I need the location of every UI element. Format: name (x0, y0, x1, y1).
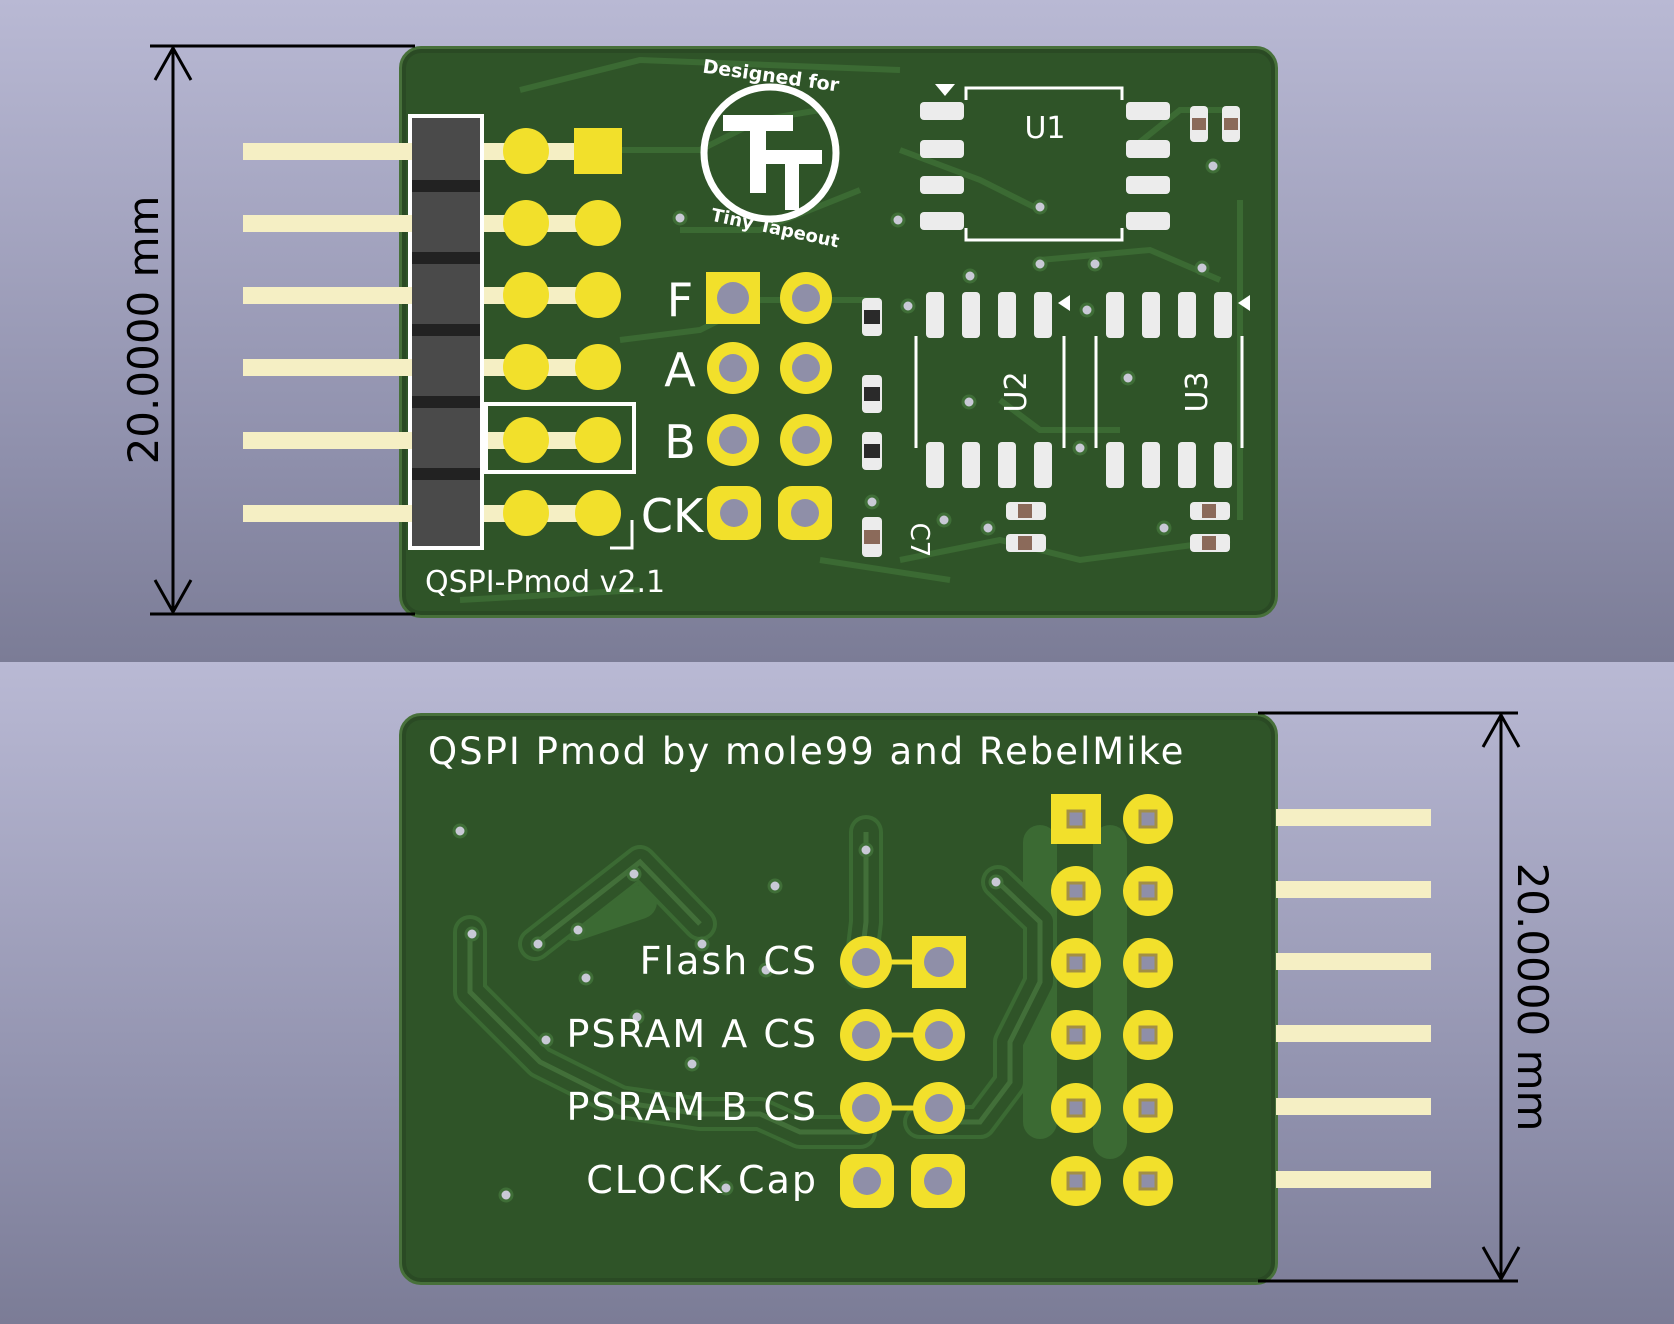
dimension-line-top (150, 44, 415, 616)
tiny-tapeout-logo (700, 83, 840, 223)
jumper-label-flash-cs: Flash CS (640, 939, 818, 983)
jumper-label-psram-b-cs: PSRAM B CS (566, 1085, 818, 1129)
vias-bottom (452, 823, 1004, 1203)
jumper-label-f: F (667, 273, 693, 327)
chip-u2 (914, 292, 1070, 488)
designator-c7: C7 (904, 523, 934, 558)
vias-top (672, 158, 1221, 536)
designator-u2: U2 (999, 371, 1034, 412)
top-view-drawing: 20.0000 mm (119, 44, 1250, 616)
jumper-label-ck: CK (641, 489, 705, 543)
bottom-view-drawing: 20.0000 mm (428, 711, 1557, 1283)
dimension-label-bottom: 20.0000 mm (1508, 863, 1557, 1132)
jumper-pads-bottom (840, 936, 966, 1208)
logo-text-bottom: Tiny Tapeout (709, 205, 841, 253)
designator-u1: U1 (1024, 111, 1065, 146)
jumper-pads-top (706, 272, 832, 540)
smd-passives (862, 106, 1240, 557)
header-pads-top (484, 128, 636, 536)
chip-u3 (1094, 292, 1250, 488)
credit-text-bottom: QSPI Pmod by mole99 and RebelMike (428, 730, 1185, 773)
jumper-label-b: B (664, 415, 696, 469)
chip-u1 (920, 84, 1170, 242)
designator-u3: U3 (1180, 371, 1215, 412)
top-view-panel: 20.0000 mm (0, 0, 1674, 662)
board-title-top: QSPI-Pmod v2.1 (425, 565, 665, 600)
bottom-view-panel: 20.0000 mm (0, 662, 1674, 1324)
jumper-label-clock-cap: CLOCK Cap (586, 1158, 818, 1202)
jumper-label-psram-a-cs: PSRAM A CS (567, 1012, 819, 1056)
jumper-label-a: A (664, 343, 696, 397)
pin-header-bottom (1276, 809, 1431, 1188)
dimension-line-bottom (1258, 711, 1521, 1283)
pin-header-top (243, 114, 584, 550)
dimension-label-top: 20.0000 mm (119, 196, 168, 465)
header-pads-bottom (1051, 794, 1173, 1206)
